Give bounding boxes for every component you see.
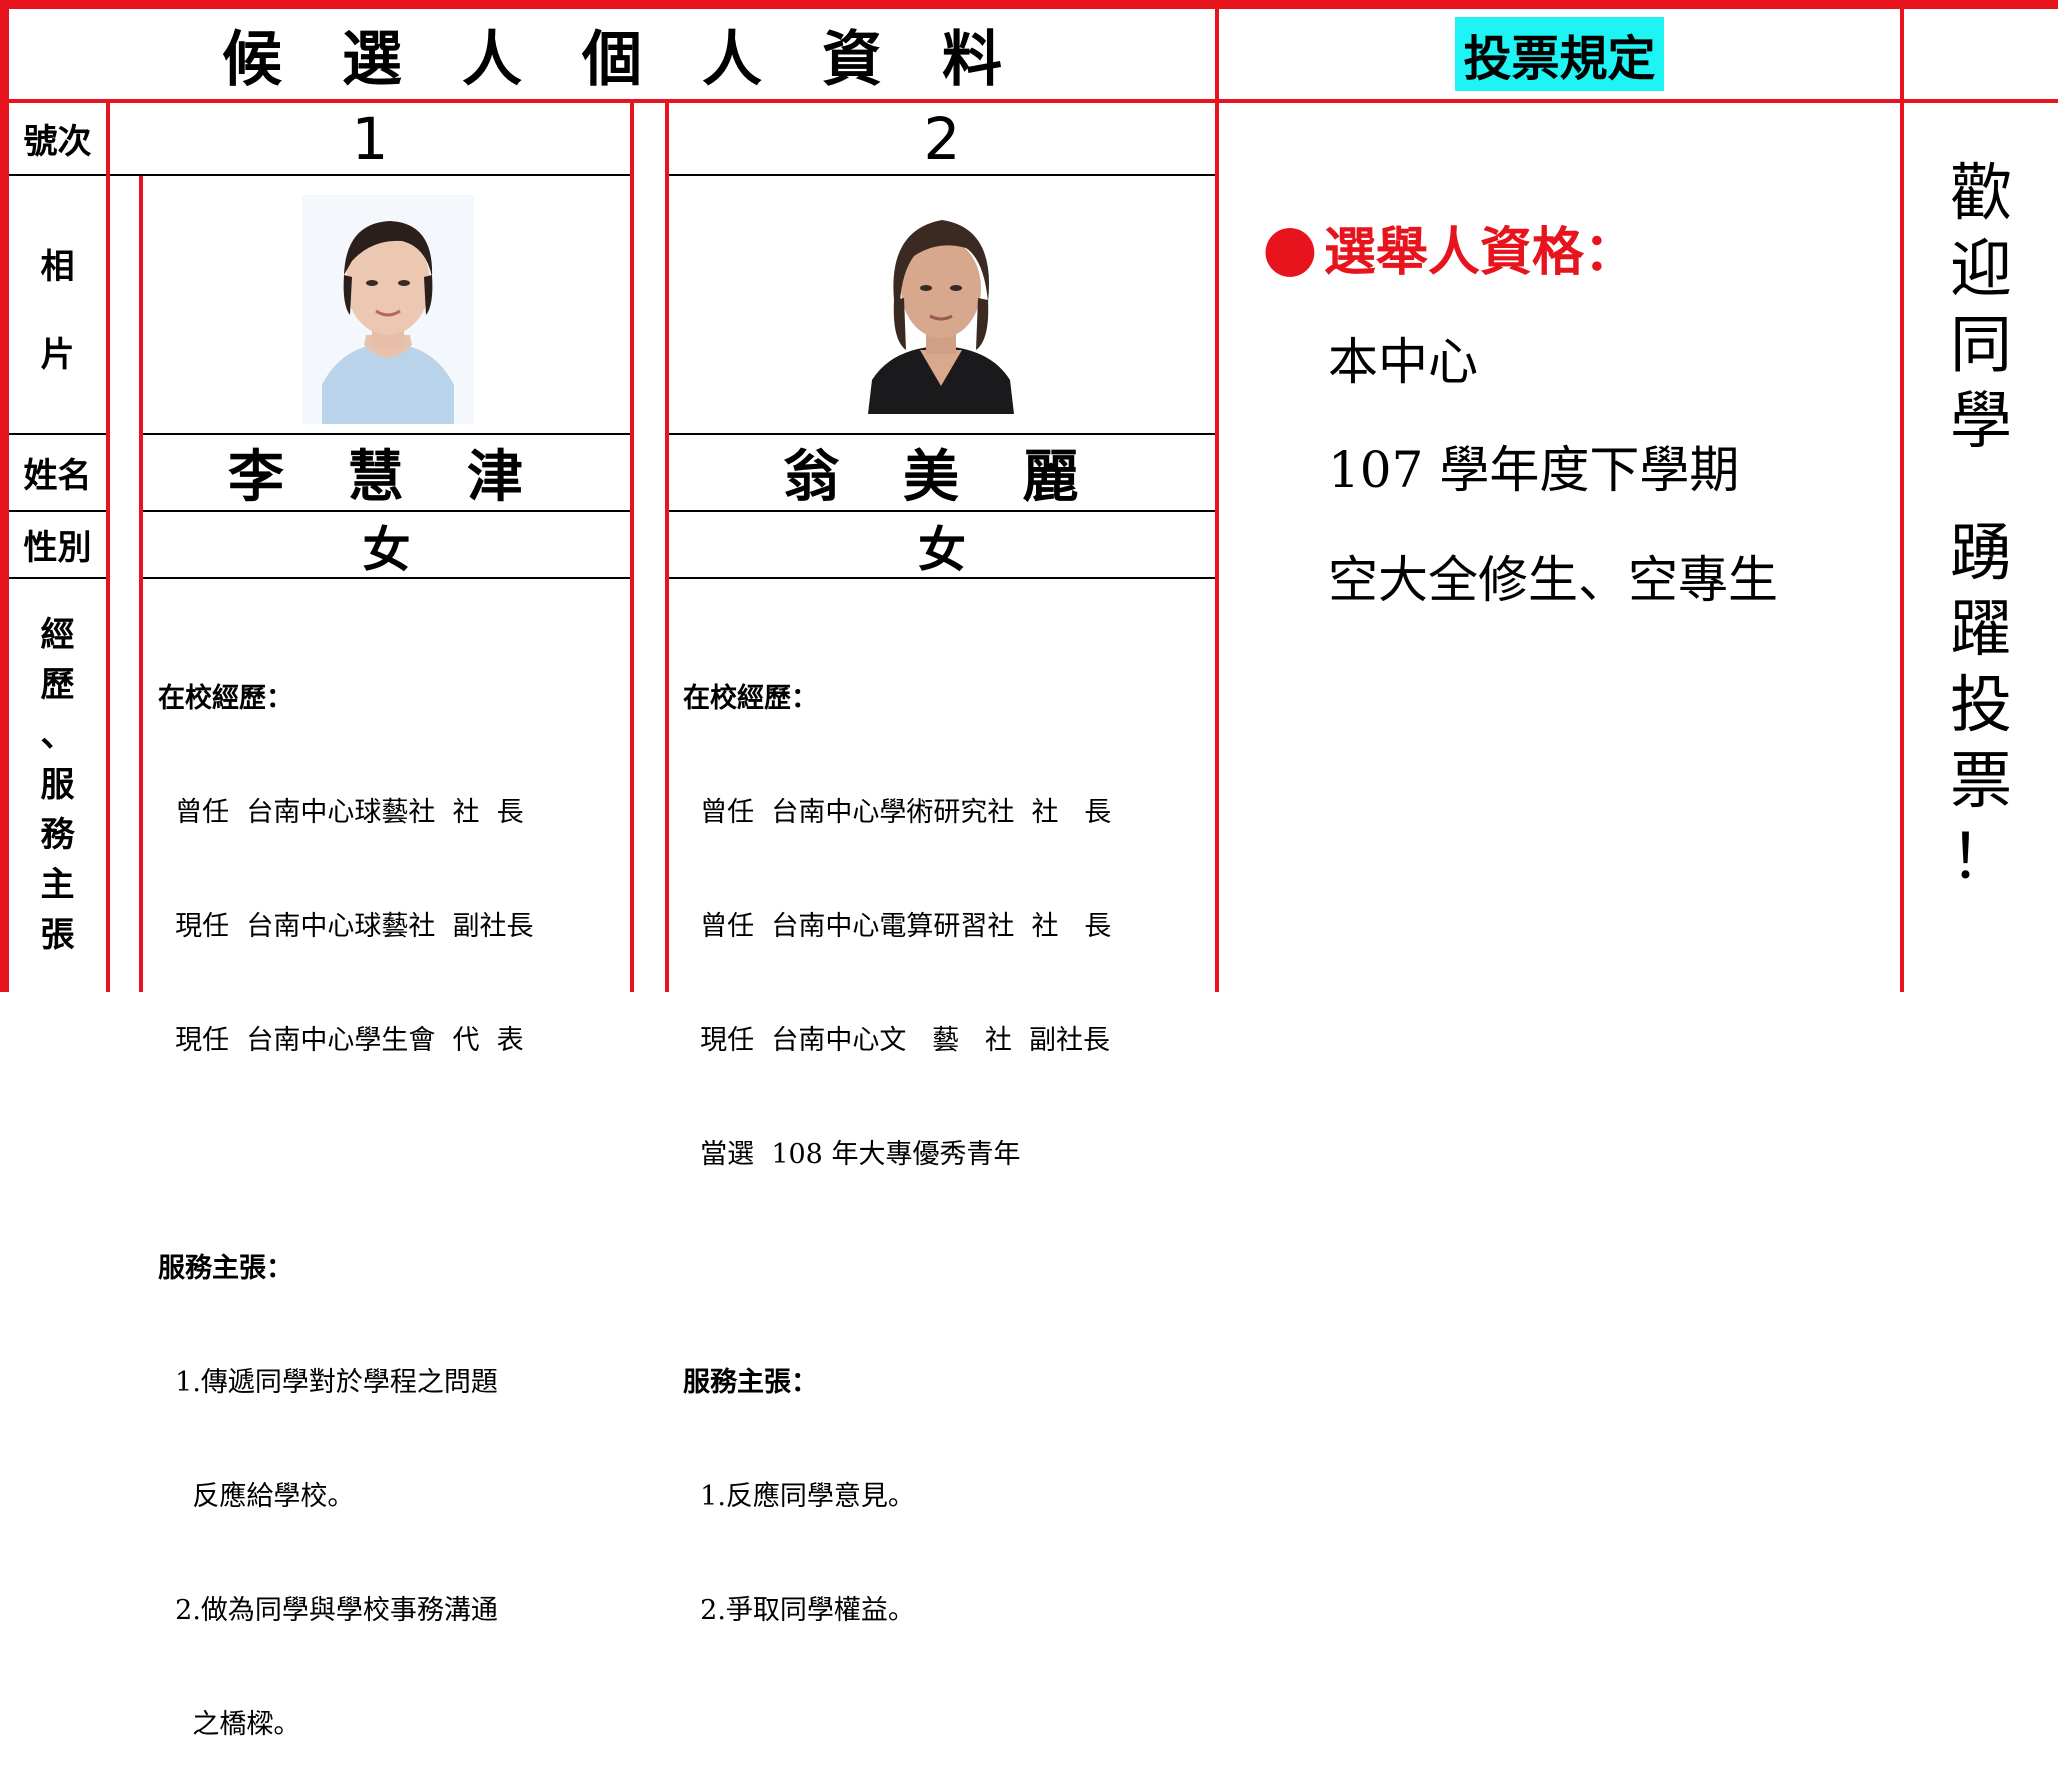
label-name: 姓名 (23, 456, 92, 496)
vote-rules-header: 投票規定 (1219, 9, 1900, 99)
candidate-2-experience-heading: 在校經歷： (683, 683, 818, 714)
candidate-2-number: 2 (923, 104, 961, 173)
list-item: 現任 台南中心學生會 代 表 (158, 1025, 524, 1056)
list-item: 現任 台南中心文 藝 社 副社長 (683, 1025, 1110, 1056)
cand1-sep-gender (143, 577, 630, 579)
list-item: 曾任 台南中心球藝社 社 長 (158, 797, 524, 828)
candidate-1-platform-heading: 服務主張： (158, 1253, 293, 1284)
label-sep-number (9, 174, 106, 176)
candidate-2-gender: 女 (917, 521, 966, 578)
label-sep-gender (9, 577, 106, 579)
cand1-sep-number (110, 174, 630, 176)
vote-rule-line: 本中心 (1328, 333, 1478, 391)
list-item: 當選 108 年大專優秀青年 (683, 1139, 1021, 1170)
label-photo: 相 片 (40, 246, 75, 375)
vote-rules-title: 投票規定 (1455, 17, 1664, 91)
candidate-2-details: 在校經歷： 曾任 台南中心學術研究社 社 長 曾任 台南中心電算研習社 社 長 … (683, 604, 1213, 1668)
vote-rule-line: 空大全修生、空專生 (1328, 551, 1778, 609)
candidate-2-platform-heading: 服務主張： (683, 1367, 818, 1398)
header-bottom-line (0, 99, 2058, 103)
cand2-sep-photo (669, 433, 1215, 435)
rules-right-line (1900, 9, 1904, 992)
list-item: 之橋樑。 (158, 1709, 301, 1740)
list-item: 曾任 台南中心電算研習社 社 長 (683, 911, 1112, 942)
label-column-line (106, 99, 110, 992)
list-item: 曾任 台南中心學術研究社 社 長 (683, 797, 1112, 828)
list-item: 反應給學校。 (158, 1481, 355, 1512)
list-item: 2.做為同學與學校事務溝通 (158, 1595, 498, 1626)
bullet-icon: ● (1262, 209, 1318, 285)
candidate-2-name: 翁 美 麗 (783, 444, 1101, 510)
list-item: 1.反應同學意見。 (683, 1481, 915, 1512)
page-title: 候選人個人資料 (222, 24, 1002, 95)
cand2-sep-name (669, 510, 1215, 512)
cand2-sep-gender (669, 577, 1215, 579)
cand2-sep-number (669, 174, 1215, 176)
label-experience: 經 歷 、 服 務 主 張 (40, 615, 75, 955)
candidate-1-experience-heading: 在校經歷： (158, 683, 293, 714)
welcome-message: 歡 迎 同 學 踴 躍 投 票 ！ (1949, 156, 2012, 893)
frame-left (0, 0, 9, 992)
label-gender: 性別 (23, 528, 92, 568)
label-sep-name (9, 510, 106, 512)
rules-left-line (1215, 9, 1219, 992)
voter-eligibility-heading: ● 選舉人資格： (1262, 209, 1636, 285)
cand1-sep-photo (143, 433, 630, 435)
label-sep-photo (9, 433, 106, 435)
frame-top (0, 0, 2058, 9)
list-item: 2.爭取同學權益。 (683, 1595, 915, 1626)
cand1-inner-line (139, 176, 143, 992)
candidate-1-details: 在校經歷： 曾任 台南中心球藝社 社 長 現任 台南中心球藝社 副社長 現任 台… (158, 604, 628, 1782)
cand1-right-line (630, 99, 634, 992)
candidate-1-name: 李 慧 津 (228, 444, 545, 510)
cand1-sep-name (143, 510, 630, 512)
vote-rule-line: 107 學年度下學期 (1328, 441, 1740, 499)
label-number: 號次 (23, 122, 92, 162)
list-item: 1.傳遞同學對於學程之問題 (158, 1367, 498, 1398)
portrait-photo-2 (862, 190, 1020, 414)
portrait-photo-1 (302, 195, 474, 424)
list-item: 現任 台南中心球藝社 副社長 (158, 911, 534, 942)
candidate-1-gender: 女 (362, 521, 411, 578)
candidate-1-number: 1 (351, 104, 389, 173)
cand2-left-line (665, 99, 669, 992)
